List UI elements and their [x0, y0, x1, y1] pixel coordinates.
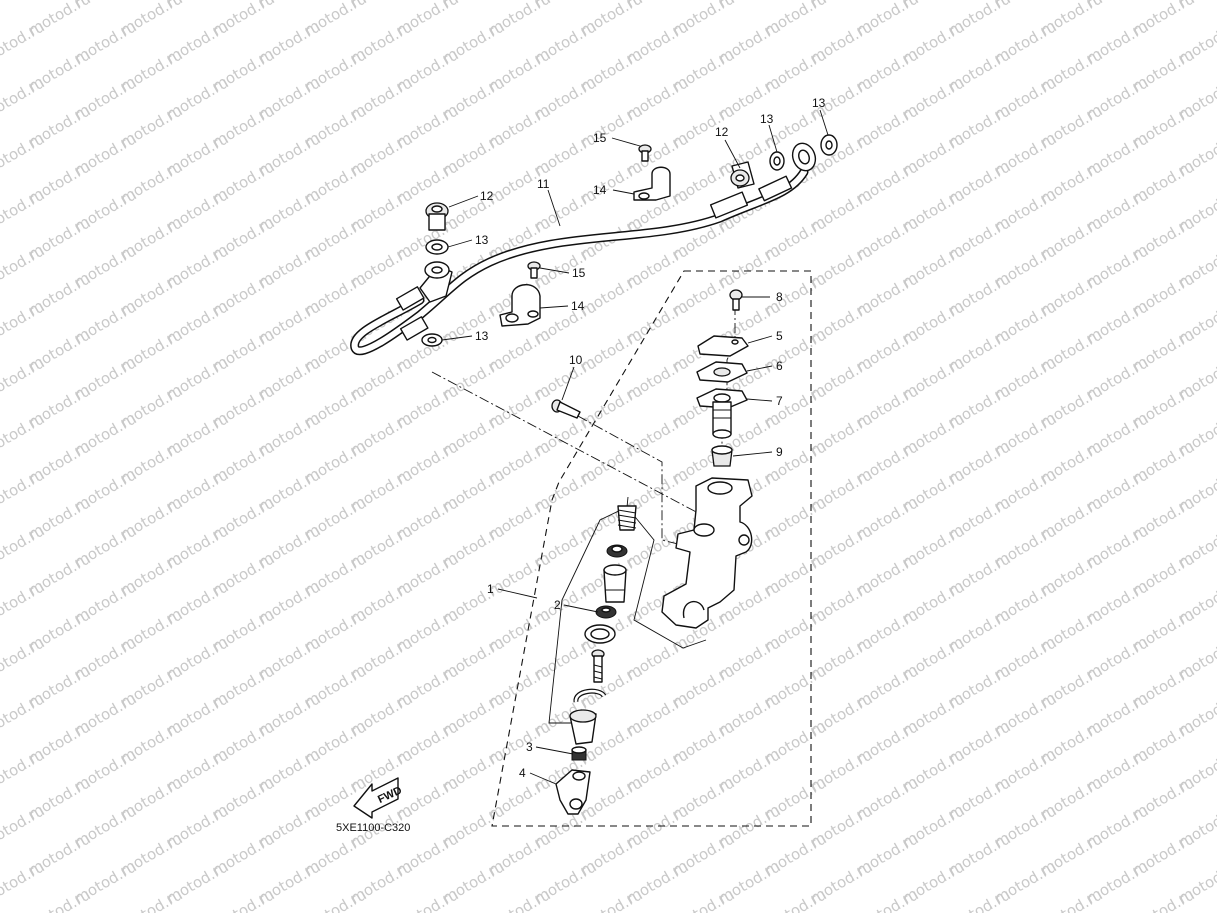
piston-kit-bracket-right [626, 506, 707, 649]
watermark-text: motod.ru [0, 17, 48, 67]
callout-5: 5 [776, 329, 783, 343]
bolt-alignment-line [577, 415, 679, 545]
push-rod [591, 649, 605, 683]
circlip [573, 688, 607, 703]
brake-hose [350, 167, 809, 356]
clamp-screw-lower [527, 261, 541, 279]
cup-seal [606, 544, 628, 558]
watermark-text: motod.ru [209, 885, 278, 913]
master-cylinder-body [661, 477, 753, 629]
watermark-text: motod.ru [0, 465, 48, 515]
watermark-text: motod.ru [0, 73, 48, 123]
watermark-text: motod.ru [945, 885, 1014, 913]
watermark-text: motod.ru [0, 857, 48, 907]
watermark-text: motod.ru [761, 885, 830, 913]
reservoir-cap-screw [729, 289, 743, 311]
banjo-fitting-upper [791, 142, 817, 172]
watermark-text: motod.ru [0, 297, 48, 347]
watermark-text: motod.ru [0, 577, 48, 627]
callout-14-lower: 14 [571, 299, 585, 313]
reservoir-oring [711, 445, 733, 467]
primary-seal [595, 605, 617, 619]
watermark-text: motod.ru [0, 633, 48, 683]
callout-3: 3 [526, 740, 533, 754]
dust-boot [569, 709, 597, 745]
watermark-text: motod.ru [669, 885, 738, 913]
watermark-text: motod.ru [0, 0, 48, 11]
watermark-text: motod.ru [393, 885, 462, 913]
watermark-text: motod.ru [301, 885, 370, 913]
callout-13-lower-b: 13 [475, 329, 489, 343]
copper-washer-b [820, 134, 838, 156]
watermark-text: motod.ru [0, 353, 48, 403]
callout-6: 6 [776, 359, 783, 373]
watermark-text: motod.ru [117, 885, 186, 913]
assembly-1-boundary [491, 270, 812, 827]
watermark-text: motod.ru [577, 885, 646, 913]
callout-14-upper: 14 [593, 183, 607, 197]
watermark-text: motod.ru [0, 409, 48, 459]
callout-13-upper-b: 13 [812, 96, 826, 110]
callout-labels: 15 14 12 13 13 12 11 13 15 14 13 8 5 6 7… [475, 96, 826, 780]
union-bolt-upper [730, 161, 755, 189]
callout-8: 8 [776, 290, 783, 304]
cap-plate [696, 361, 748, 383]
mounting-bolt [551, 399, 581, 419]
watermark-text: motod.ru [0, 241, 48, 291]
watermark-text: motod.ru [25, 885, 94, 913]
watermark-text: motod.ru [0, 185, 48, 235]
callout-13-upper-a: 13 [760, 112, 774, 126]
callout-12-upper: 12 [715, 125, 729, 139]
watermark-text: motod.ru [0, 129, 48, 179]
diaphragm [696, 388, 748, 439]
watermark-text: motod.ru [0, 521, 48, 571]
callout-7: 7 [776, 394, 783, 408]
callout-13-lower-a: 13 [475, 233, 489, 247]
watermark-text: motod.ru [853, 885, 922, 913]
callout-9: 9 [776, 445, 783, 459]
callout-15-lower: 15 [572, 266, 586, 280]
callout-15-upper: 15 [593, 131, 607, 145]
clevis [555, 769, 591, 815]
callout-1: 1 [487, 582, 494, 596]
piston [603, 564, 627, 603]
clamp-screw-upper [638, 144, 652, 162]
lock-nut [571, 746, 587, 761]
washer [584, 624, 616, 644]
hose-clamp-upper [633, 166, 671, 201]
copper-washer-a [769, 151, 785, 171]
watermark-text: motod.ru [0, 689, 48, 739]
callout-4: 4 [519, 766, 526, 780]
diagram-code: 5XE1100-C320 [336, 822, 410, 834]
copper-washer-d [421, 333, 443, 347]
watermark-text: motod.ru [0, 745, 48, 795]
watermark-text: motod.ru [1037, 885, 1106, 913]
watermark-text: motod.ru [0, 801, 48, 851]
callout-12-lower: 12 [480, 189, 494, 203]
callout-11: 11 [537, 177, 550, 191]
spring [617, 505, 637, 531]
reservoir-cap [697, 335, 749, 357]
watermark-text: motod.ru [1129, 885, 1198, 913]
copper-washer-c [425, 239, 449, 255]
watermark-text: motod.ru [485, 885, 554, 913]
leader-lines [441, 109, 829, 785]
hose-clamp-lower [499, 284, 541, 327]
callout-2: 2 [554, 598, 561, 612]
callout-10: 10 [569, 353, 583, 367]
union-bolt-lower [425, 202, 449, 231]
watermark-text: motod.ru [0, 0, 2, 39]
